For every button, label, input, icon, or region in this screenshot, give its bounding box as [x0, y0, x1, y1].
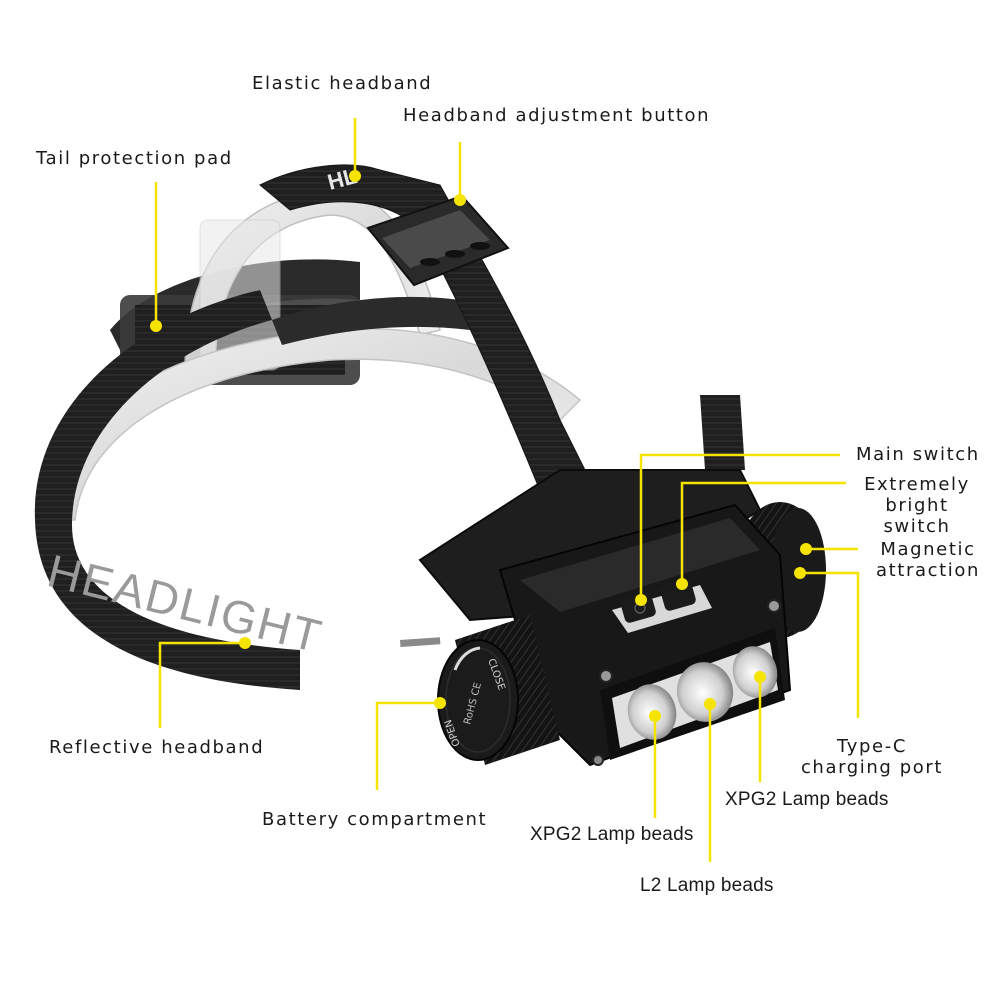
lamp-body: CLOSE OPEN RoHS CE	[418, 469, 826, 767]
callout-tail-protection-pad: Tail protection pad	[36, 148, 233, 169]
leader-lines	[154, 118, 860, 862]
callout-xpg2-lamp-beads-left: XPG2 Lamp beads	[530, 824, 694, 845]
callout-battery-compartment: Battery compartment	[262, 809, 488, 830]
callout-elastic-headband: Elastic headband	[252, 73, 433, 94]
callout-dots	[150, 170, 812, 722]
callout-l2-lamp-beads: L2 Lamp beads	[640, 875, 774, 896]
headband-adjustment-buckle	[366, 194, 510, 287]
callout-xpg2-lamp-beads-right: XPG2 Lamp beads	[725, 789, 889, 810]
callout-reflective-headband: Reflective headband	[49, 737, 265, 758]
callout-main-switch: Main switch	[856, 444, 980, 465]
callout-magnetic-attraction: Magnetic attraction	[876, 539, 980, 581]
callout-extremely-bright-switch: Extremely bright switch	[864, 474, 970, 537]
callout-type-c-charging-port: Type-C charging port	[800, 736, 944, 778]
callout-headband-adjustment-button: Headband adjustment button	[403, 105, 711, 126]
